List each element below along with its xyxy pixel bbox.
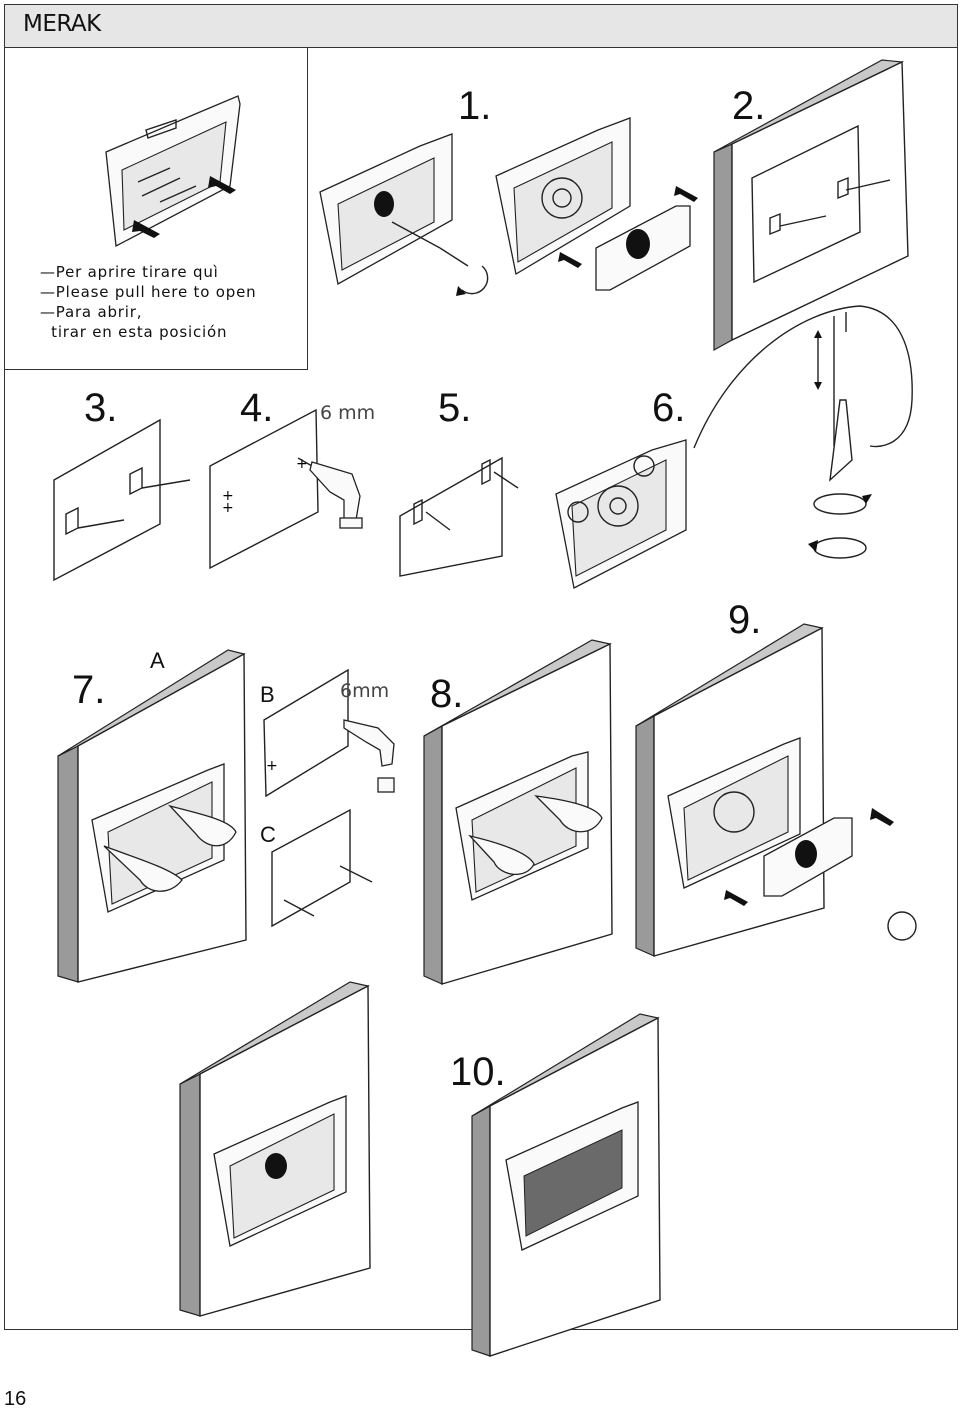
note-line-es-2: tirar en esta posición (40, 323, 228, 341)
arrow-icon (558, 252, 582, 268)
step-8-illustration (423, 639, 613, 985)
note-line-it: —Per aprire tirare quì (40, 263, 219, 281)
step-2-illustration (713, 59, 909, 352)
document-header: MERAK (4, 4, 958, 48)
step-3-illustration (53, 418, 191, 582)
step-1-illustration (319, 133, 489, 296)
step-7-illustration (57, 649, 247, 983)
step-label-4: 4. (240, 386, 274, 430)
step-7b-illustration: + (263, 668, 395, 798)
step-7c-illustration (271, 808, 373, 928)
arrow-icon (724, 890, 748, 906)
detail-lens-illustration (693, 305, 913, 559)
substep-label-c: C (260, 822, 276, 847)
note-panel (4, 48, 308, 370)
step-label-6: 6. (652, 386, 686, 430)
step-6-illustration (555, 439, 687, 589)
step-5-illustration (399, 456, 519, 577)
drill-size-label-7b: 6mm (340, 680, 390, 702)
substep-label-b: B (260, 682, 275, 707)
pull-arrow-icon (132, 220, 160, 238)
document-title: MERAK (23, 11, 101, 37)
rotate-arrow-icon (862, 494, 872, 504)
step-1-panel-illustration (495, 117, 698, 291)
step-10-illustration (471, 1013, 661, 1357)
step-label-1: 1. (458, 84, 492, 128)
hood-pull-illustration (105, 95, 241, 248)
step-label-8: 8. (430, 672, 464, 716)
step-label-7: 7. (72, 668, 106, 712)
note-line-es-1: —Para abrir, (40, 303, 143, 321)
step-4-illustration: + + + (209, 408, 363, 570)
note-line-en: —Please pull here to open (40, 283, 257, 301)
svg-text:+: + (296, 456, 308, 472)
step-label-2: 2. (732, 84, 766, 128)
pull-arrow-icon (208, 176, 236, 194)
arrow-icon (870, 808, 894, 826)
step-9-illustration (635, 623, 917, 957)
svg-text:+: + (266, 758, 278, 774)
page-number: 16 (4, 1388, 27, 1410)
pull-instruction-note: —Per aprire tirare quì —Please pull here … (40, 262, 256, 342)
svg-text:+: + (222, 500, 234, 516)
arrow-icon (674, 186, 698, 202)
step-label-9: 9. (728, 598, 762, 642)
final-wall-left-illustration (179, 981, 371, 1317)
drill-size-label-4: 6 mm (320, 402, 376, 424)
rotate-arrow-icon (808, 540, 818, 552)
step-label-10: 10. (450, 1050, 506, 1094)
substep-label-a: A (150, 648, 165, 673)
svg-text:+: + (222, 488, 234, 504)
step-label-5: 5. (438, 386, 472, 430)
step-label-3: 3. (84, 386, 118, 430)
